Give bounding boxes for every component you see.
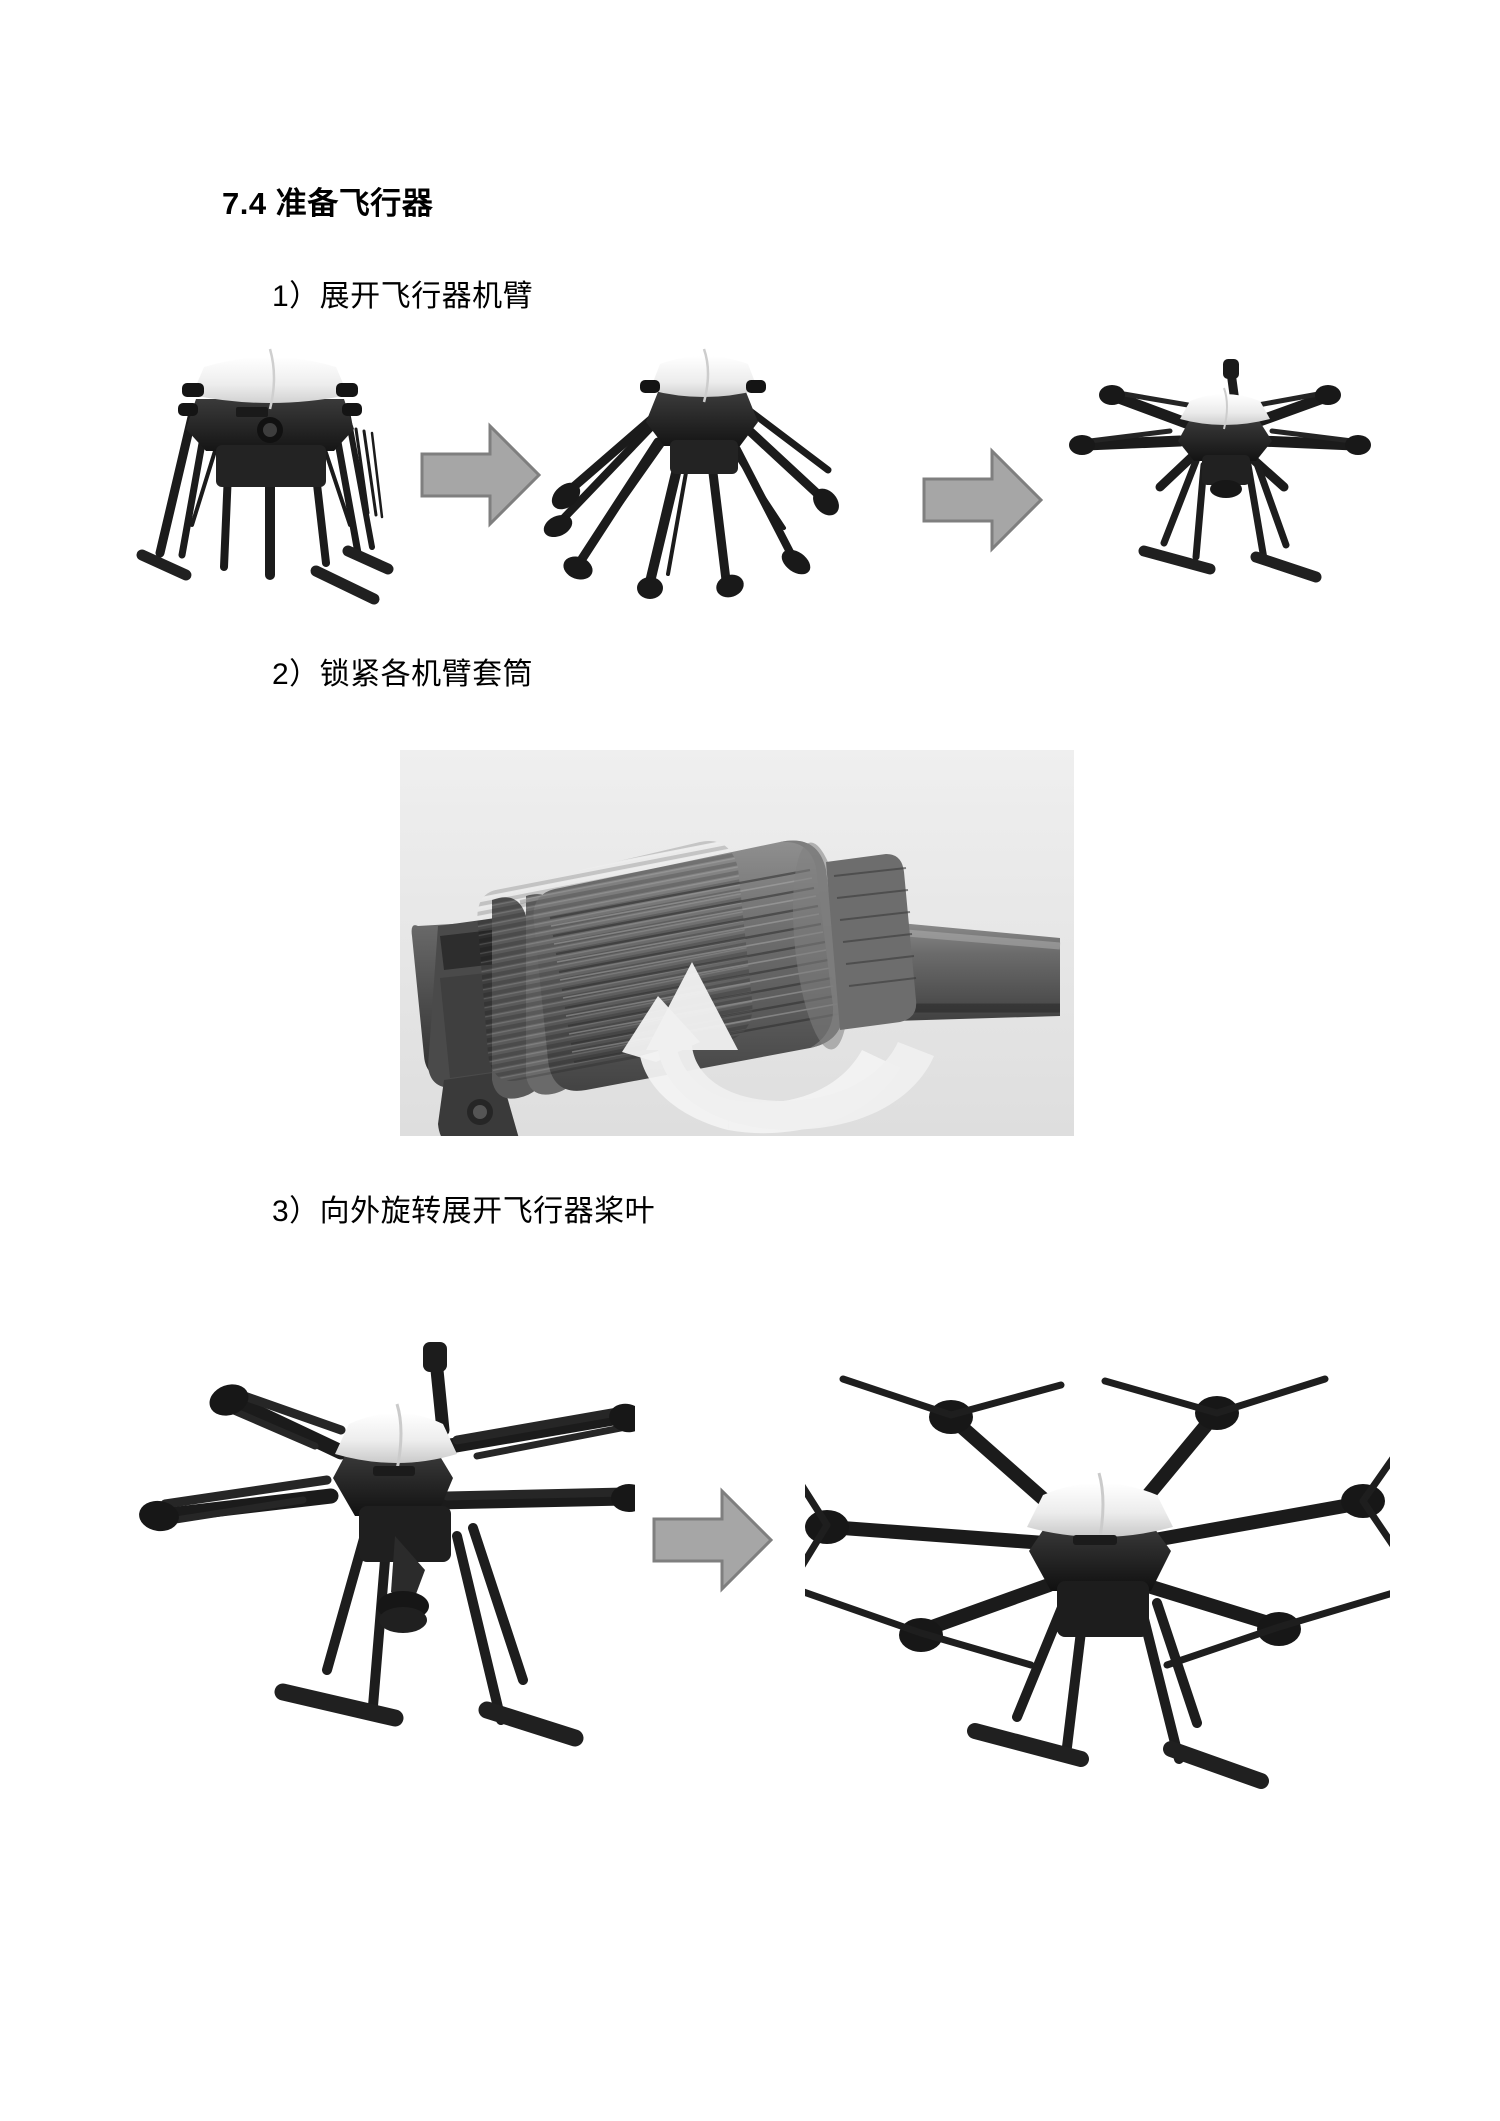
drone-arms-half-unfolded-illustration [540, 330, 850, 615]
figure-row-unfold-propellers [105, 1320, 1390, 1820]
figure-row-unfold-arms [120, 325, 1380, 615]
arm-sleeve-photo [400, 750, 1074, 1136]
figure-row-arm-sleeve [400, 750, 1074, 1136]
step-1-label: 1）展开飞行器机臂 [272, 280, 534, 313]
arrow-right-icon [418, 420, 543, 530]
step-3-label: 3）向外旋转展开飞行器桨叶 [272, 1195, 656, 1228]
drone-propellers-unfolded-illustration [805, 1335, 1390, 1825]
drone-arms-unfolded-illustration [1060, 345, 1380, 605]
drone-folded-illustration [120, 325, 420, 610]
page-title: 7.4 准备飞行器 [222, 186, 434, 221]
step-2-label: 2）锁紧各机臂套筒 [272, 658, 534, 691]
arrow-right-icon [650, 1485, 775, 1595]
rotate-arrow-icon [622, 962, 934, 1134]
drone-propellers-folded-illustration [105, 1320, 635, 1820]
arrow-right-icon [920, 445, 1045, 555]
